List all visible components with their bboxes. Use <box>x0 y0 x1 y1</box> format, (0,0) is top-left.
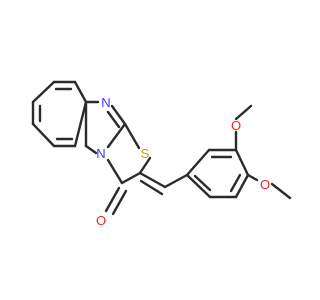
atom-label-nitrogen-ring: N <box>96 146 105 161</box>
bond <box>106 122 127 149</box>
bond <box>234 148 250 177</box>
double-bond <box>193 174 212 192</box>
atom-labels: N N S O O O <box>96 95 270 228</box>
carbonyl-bond <box>111 189 128 216</box>
bond <box>234 173 250 199</box>
imidazole-ring <box>84 100 127 155</box>
atom-label-nitrogen-imine: N <box>101 95 110 110</box>
double-bond <box>139 179 164 196</box>
atom-label-carbonyl-oxygen: O <box>96 213 106 228</box>
bond <box>138 171 167 189</box>
atom-label-methoxy-oxygen-para: O <box>260 177 270 192</box>
atom-label-sulfur: S <box>141 146 150 161</box>
dimethoxyphenyl-ring <box>185 148 250 199</box>
bond <box>138 156 152 175</box>
bond <box>163 173 189 189</box>
benzo-ring <box>31 80 88 148</box>
atom-label-methoxy-oxygen-meta: O <box>231 118 241 133</box>
bond <box>123 122 141 150</box>
bond <box>185 148 211 177</box>
bond <box>73 80 88 104</box>
bond <box>120 171 142 185</box>
bond <box>31 80 56 104</box>
bond <box>84 144 98 155</box>
bond <box>185 173 212 199</box>
bond <box>234 104 253 121</box>
structure-canvas: N N S O O O <box>31 80 292 228</box>
bond <box>270 182 292 200</box>
thiazolone-ring <box>104 122 152 216</box>
molecule-structure: N N S O O O <box>31 80 292 228</box>
bond <box>73 100 88 148</box>
bond <box>110 104 127 126</box>
methoxy-groups <box>234 104 292 200</box>
double-bond <box>106 110 121 129</box>
bond <box>106 158 124 185</box>
carbonyl-bond <box>104 186 121 213</box>
bond <box>246 173 259 182</box>
bond <box>31 122 56 148</box>
methylidene-linker <box>138 171 189 196</box>
double-bond <box>229 173 242 193</box>
